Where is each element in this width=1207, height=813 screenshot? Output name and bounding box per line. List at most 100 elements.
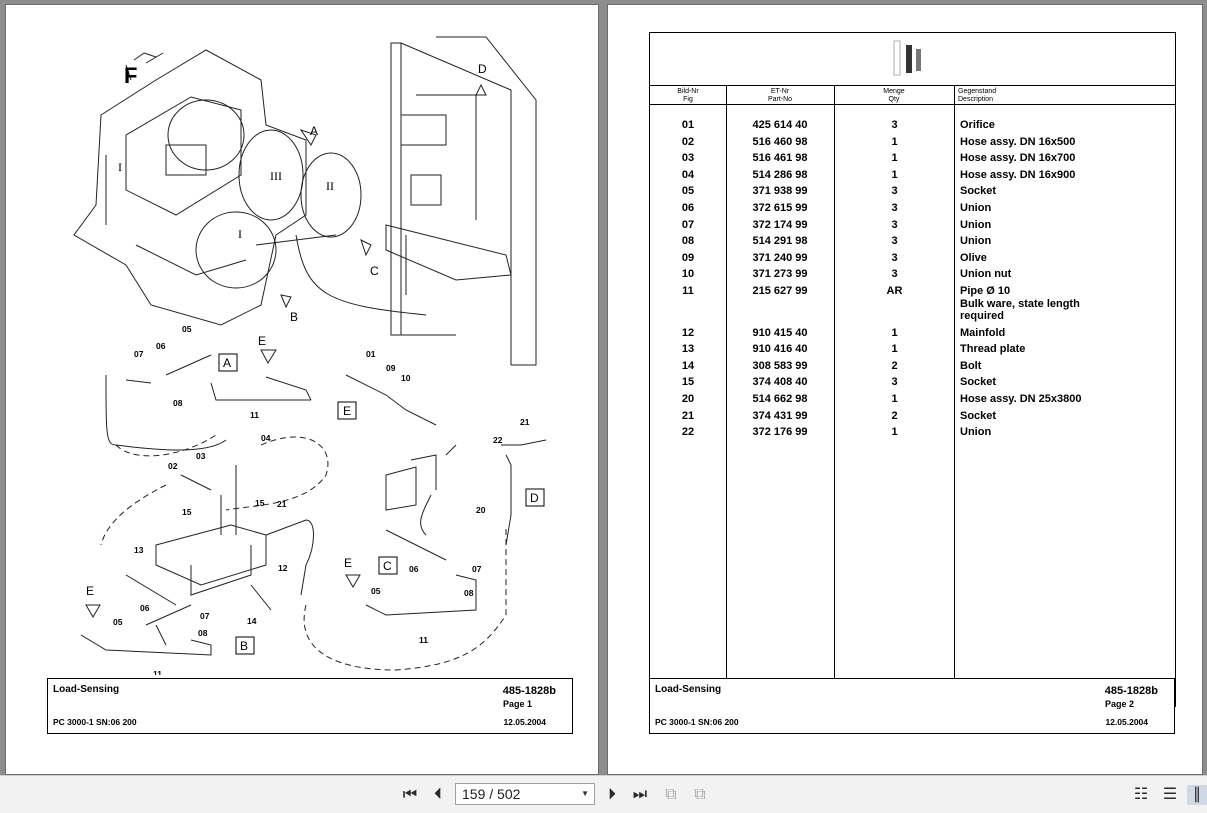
svg-text:11: 11 (419, 635, 428, 645)
viewer-toolbar: ⏮ ⏴ 159 / 502 ▼ ⏵ ⏭ ⧉ ⧉ ☷ ☰ ∥ (0, 775, 1207, 813)
cell-part: 372 176 99 (752, 426, 808, 439)
svg-text:05: 05 (113, 617, 123, 627)
svg-text:07: 07 (134, 349, 144, 359)
cell-fig: 13 (681, 343, 695, 356)
exploded-diagram: F A B C D E E E I I II III A E D C B (73, 36, 547, 675)
document-number: 485-1828b (502, 685, 556, 697)
continuous-page-icon[interactable]: ☰ (1162, 786, 1178, 803)
svg-text:03: 03 (196, 451, 206, 461)
page-number-value: 159 / 502 (462, 786, 521, 802)
view-label-e2: E (86, 584, 94, 598)
cell-qty: 3 (891, 251, 898, 264)
roman-numeral: II (326, 179, 334, 193)
svg-text:02: 02 (168, 461, 178, 471)
svg-text:20: 20 (476, 505, 486, 515)
svg-text:06: 06 (409, 564, 419, 574)
logo-strip (650, 33, 1175, 86)
svg-text:13: 13 (134, 545, 144, 555)
direction-marker: F (124, 63, 137, 88)
rotate-back-icon[interactable]: ⧉ (665, 786, 677, 803)
cell-fig: 02 (681, 135, 695, 148)
svg-text:10: 10 (401, 373, 411, 383)
view-label-b: B (290, 310, 298, 324)
view-label-d: D (478, 62, 487, 76)
cell-qty: 1 (891, 152, 898, 165)
cell-part: 372 615 99 (752, 202, 808, 214)
cell-desc: Union (960, 426, 992, 439)
page-label: Page 2 (1104, 699, 1134, 709)
svg-text:04: 04 (261, 433, 271, 443)
cell-desc: Union (960, 202, 992, 214)
cell-desc: Pipe Ø 10 (960, 285, 1011, 297)
next-page-icon[interactable]: ⏵ (607, 786, 616, 803)
svg-text:08: 08 (464, 588, 474, 598)
detail-box-e (337, 401, 357, 420)
single-page-icon[interactable]: ☷ (1133, 786, 1149, 803)
svg-text:E: E (343, 404, 351, 418)
cell-desc: Mainfold (960, 326, 1006, 339)
document-number: 485-1828b (1104, 685, 1158, 697)
svg-text:06: 06 (140, 603, 150, 613)
cell-desc: Hose assy. DN 16x500 (960, 135, 1076, 148)
cell-qty: 3 (891, 218, 898, 231)
cell-desc: Socket (960, 185, 997, 198)
svg-text:08: 08 (198, 628, 208, 638)
date-label: 12.05.2004 (503, 717, 546, 727)
cell-fig: 11 (682, 285, 694, 297)
cell-qty: 1 (891, 168, 898, 181)
cell-part: 371 240 99 (752, 251, 808, 264)
svg-text:11: 11 (250, 410, 259, 420)
roman-numeral: I (118, 160, 122, 174)
cell-desc: Bolt (960, 359, 982, 372)
page-number-select[interactable]: 159 / 502 ▼ (455, 783, 595, 805)
cell-qty: 3 (891, 119, 898, 131)
last-page-icon[interactable]: ⏭ (632, 786, 648, 803)
page-label: Page 1 (502, 699, 532, 709)
cell-desc: Union nut (960, 268, 1012, 281)
facing-page-icon[interactable]: ∥ (1187, 785, 1207, 805)
prev-page-icon[interactable]: ⏴ (433, 786, 442, 803)
svg-text:12: 12 (278, 563, 288, 573)
cell-desc2: Bulk ware, state length (960, 297, 1080, 310)
cell-fig: 15 (681, 376, 695, 389)
date-label: 12.05.2004 (1105, 717, 1148, 727)
cell-fig: 10 (681, 268, 695, 281)
svg-text:07: 07 (472, 564, 482, 574)
cell-desc: Union (960, 235, 992, 248)
cell-part: 371 938 99 (752, 185, 808, 198)
rotate-forward-icon[interactable]: ⧉ (694, 786, 706, 803)
svg-text:B: B (240, 639, 248, 653)
title-block-left: Load-Sensing 485-1828b Page 1 PC 3000-1 … (47, 678, 573, 734)
left-page: F A B C D E E E I I II III A E D C B (5, 4, 599, 775)
cell-part: 514 286 98 (752, 168, 808, 181)
detail-box-c (378, 556, 398, 575)
first-page-icon[interactable]: ⏮ (402, 786, 418, 803)
cell-part: 425 614 40 (752, 119, 808, 131)
cell-qty: 1 (891, 326, 898, 339)
cell-desc: Hose assy. DN 25x3800 (960, 392, 1082, 405)
cell-desc: Socket (960, 409, 997, 422)
cell-desc: Hose assy. DN 16x700 (960, 152, 1076, 165)
view-label-c: C (370, 264, 379, 278)
svg-text:C: C (383, 559, 392, 573)
cell-desc: Orifice (960, 119, 995, 131)
cell-fig: 08 (681, 235, 695, 248)
cell-part: 374 431 99 (752, 409, 808, 422)
cell-desc: Union (960, 218, 992, 231)
svg-text:21: 21 (520, 417, 530, 427)
svg-text:A: A (223, 356, 231, 370)
cell-fig: 21 (681, 409, 695, 422)
cell-part: 374 408 40 (752, 376, 808, 389)
cell-qty: 3 (891, 235, 898, 248)
cell-fig: 04 (681, 168, 695, 181)
cell-qty: AR (886, 285, 903, 297)
cell-qty: 1 (891, 426, 898, 439)
cell-desc: Thread plate (960, 343, 1026, 356)
cell-fig: 14 (681, 359, 695, 372)
cell-desc: Socket (960, 376, 997, 389)
cell-qty: 1 (891, 392, 898, 405)
